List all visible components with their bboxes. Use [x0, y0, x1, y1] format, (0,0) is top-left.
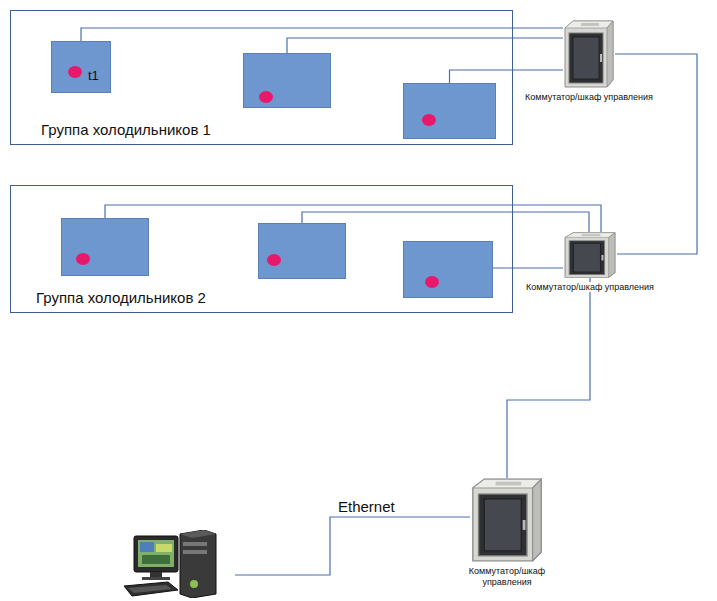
network-cable	[507, 278, 590, 478]
switch-label: Коммутатор/шкаф управления	[525, 282, 655, 292]
network-cable	[615, 54, 697, 254]
sensor-dot	[259, 91, 273, 103]
switch-cabinet: Коммутатор/шкаф управления	[470, 478, 544, 562]
sensor-dot	[267, 254, 281, 266]
network-cable	[81, 28, 563, 41]
fridge-box	[403, 241, 493, 298]
network-cable	[450, 70, 564, 83]
computer-icon	[120, 530, 235, 598]
sensor-label: t1	[88, 68, 99, 83]
fridge-box	[61, 218, 149, 276]
fridge-box: t1	[51, 41, 111, 93]
switch-cabinet: Коммутатор/шкаф управления	[563, 20, 615, 88]
group-frame: Группа холодильников 2	[10, 185, 513, 313]
switch-label: Коммутатор/шкаф управления	[524, 92, 654, 102]
network-cable	[105, 205, 601, 232]
sensor-dot	[425, 276, 439, 288]
fridge-box	[403, 83, 496, 139]
edge-label: Ethernet	[336, 498, 397, 515]
fridge-box	[243, 53, 331, 108]
sensor-dot	[76, 253, 90, 265]
network-cable	[235, 517, 470, 575]
group-label: Группа холодильников 1	[41, 121, 211, 138]
fridge-box	[258, 223, 346, 279]
network-cable	[493, 267, 563, 268]
group-label: Группа холодильников 2	[36, 289, 206, 306]
switch-cabinet: Коммутатор/шкаф управления	[563, 232, 617, 278]
group-frame: Группа холодильников 1 t1	[10, 10, 513, 145]
sensor-dot	[68, 66, 82, 78]
switch-label: Коммутатор/шкаф управления	[450, 566, 564, 588]
sensor-dot	[422, 114, 436, 126]
network-cable	[287, 38, 563, 53]
